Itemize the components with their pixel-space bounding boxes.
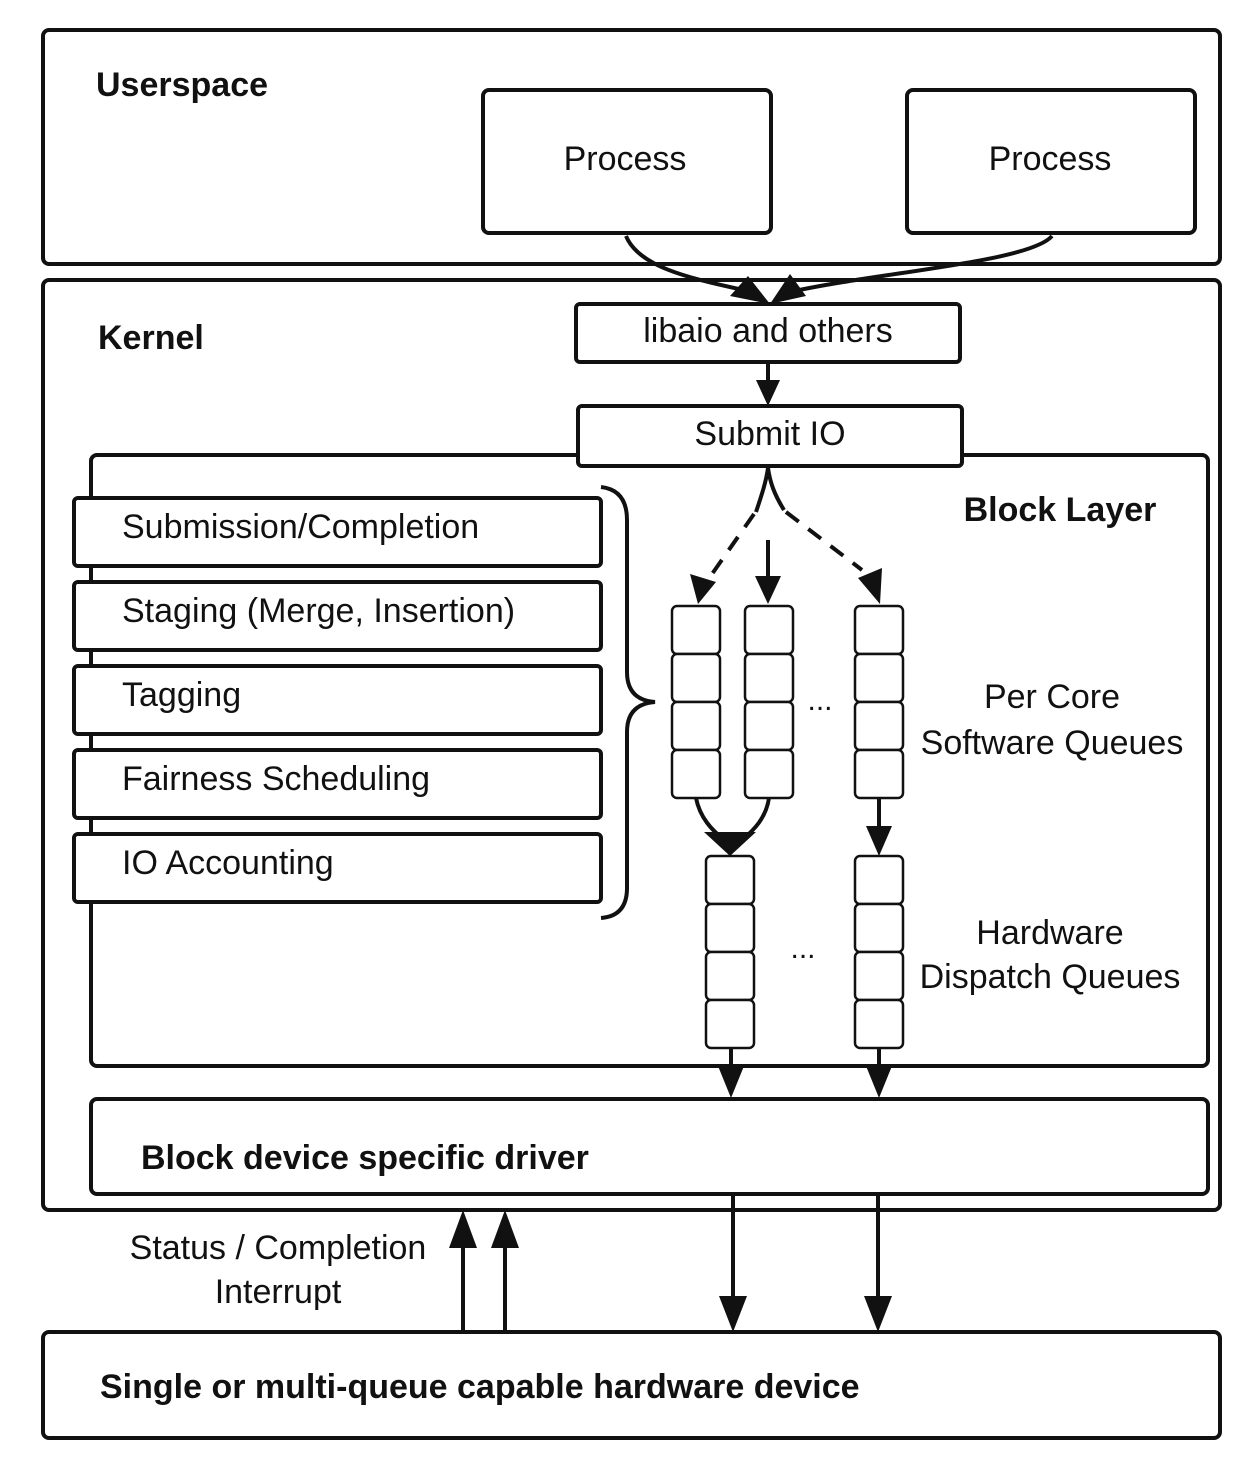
hardware-queues-label-line1: Hardware [976,914,1123,952]
function-label-accounting: IO Accounting [122,844,334,882]
hwq1-to-driver-arrowhead [718,1066,744,1098]
fork-lines [754,467,786,513]
status-label-line1: Status / Completion [130,1229,427,1267]
block-layer-label: Block Layer [964,491,1157,529]
queue-n-arrowhead [866,826,892,856]
submit-io-box [576,404,964,468]
hardware-queue-n [853,854,905,1050]
driver-to-hw-arrowhead-2 [864,1296,892,1332]
driver-to-hw-arrowhead-1 [719,1296,747,1332]
function-label-submission: Submission/Completion [122,508,479,546]
interrupt-arrowhead-1 [449,1210,477,1248]
dashed-arrowhead-right [858,568,882,604]
hardware-queue-1 [704,854,756,1050]
hardware-queue-ellipsis: ... [790,932,815,965]
driver-label: Block device specific driver [141,1139,589,1177]
process-label-left: Process [564,140,687,178]
status-label-line2: Interrupt [215,1273,342,1311]
function-label-tagging: Tagging [122,676,241,714]
process-left-arrowhead [730,276,770,304]
function-box-accounting [72,832,603,904]
hardware-queues-label-line2: Dispatch Queues [920,958,1181,996]
function-box-fairness [72,748,603,820]
function-box-submission [72,496,603,568]
process-box-right [905,88,1197,235]
software-queue-1 [670,604,722,800]
function-box-staging [72,580,603,652]
software-queue-n [853,604,905,800]
libaio-label: libaio and others [643,312,893,350]
hwqn-to-driver-arrowhead [866,1066,892,1098]
process-box-left [481,88,773,235]
merge-arrowhead [704,832,756,856]
interrupt-arrowhead-2 [491,1210,519,1248]
software-queue-ellipsis: ... [807,684,832,717]
function-box-tagging [72,664,603,736]
process-left-arrow [624,235,753,294]
kernel-label: Kernel [98,319,204,357]
libaio-to-submit-arrowhead [756,380,780,406]
userspace-label: Userspace [96,66,268,104]
process-right-arrowhead [770,274,806,304]
hardware-device-label: Single or multi-queue capable hardware d… [100,1368,860,1406]
software-queues-label-line1: Per Core [984,678,1120,716]
dashed-arrowhead-left [690,574,716,604]
dashed-arrow-left [710,512,756,576]
process-right-arrow [789,234,1054,294]
hardware-device-box [41,1330,1222,1440]
function-label-staging: Staging (Merge, Insertion) [122,592,515,630]
dashed-arrow-right [784,510,864,572]
process-label-right: Process [989,140,1112,178]
function-label-fairness: Fairness Scheduling [122,760,430,798]
submit-io-label: Submit IO [694,415,845,453]
driver-box [89,1097,1210,1196]
arrowhead-middle [755,576,781,604]
software-queues-label-line2: Software Queues [921,724,1184,762]
software-queue-2 [743,604,795,800]
curly-brace [600,485,656,920]
block-layer-functions: Submission/Completion Staging (Merge, In… [72,496,603,904]
